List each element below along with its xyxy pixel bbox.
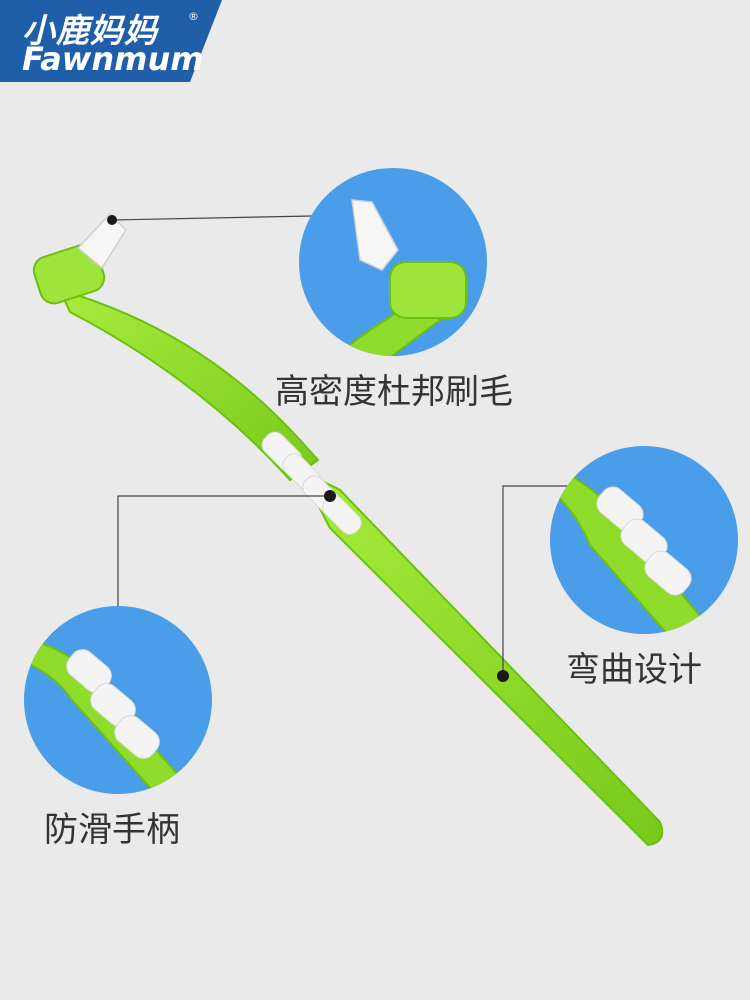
brand-name-cn: 小鹿妈妈 xyxy=(22,11,158,50)
brand-logo: 小鹿妈妈 ® Fawnmum xyxy=(0,0,222,82)
caption-grip-handle: 防滑手柄 xyxy=(44,810,180,850)
callout-lines xyxy=(111,215,570,676)
bristle-detail-circle xyxy=(299,168,487,356)
grip-rings xyxy=(261,431,362,535)
bristle-tuft xyxy=(76,212,127,270)
grip-detail-circle xyxy=(24,606,212,794)
toothbrush-handle xyxy=(297,467,664,847)
toothbrush-illustration xyxy=(32,212,664,847)
brand-name-en: Fawnmum xyxy=(22,40,204,78)
logo-badge-shape xyxy=(0,0,222,82)
caption-curved-design: 弯曲设计 xyxy=(566,650,702,690)
registered-mark: ® xyxy=(188,10,199,23)
toothbrush-neck xyxy=(58,288,320,482)
callout-dots xyxy=(107,215,509,682)
curve-detail-circle xyxy=(550,446,738,634)
caption-bristles: 高密度杜邦刷毛 xyxy=(275,372,513,412)
